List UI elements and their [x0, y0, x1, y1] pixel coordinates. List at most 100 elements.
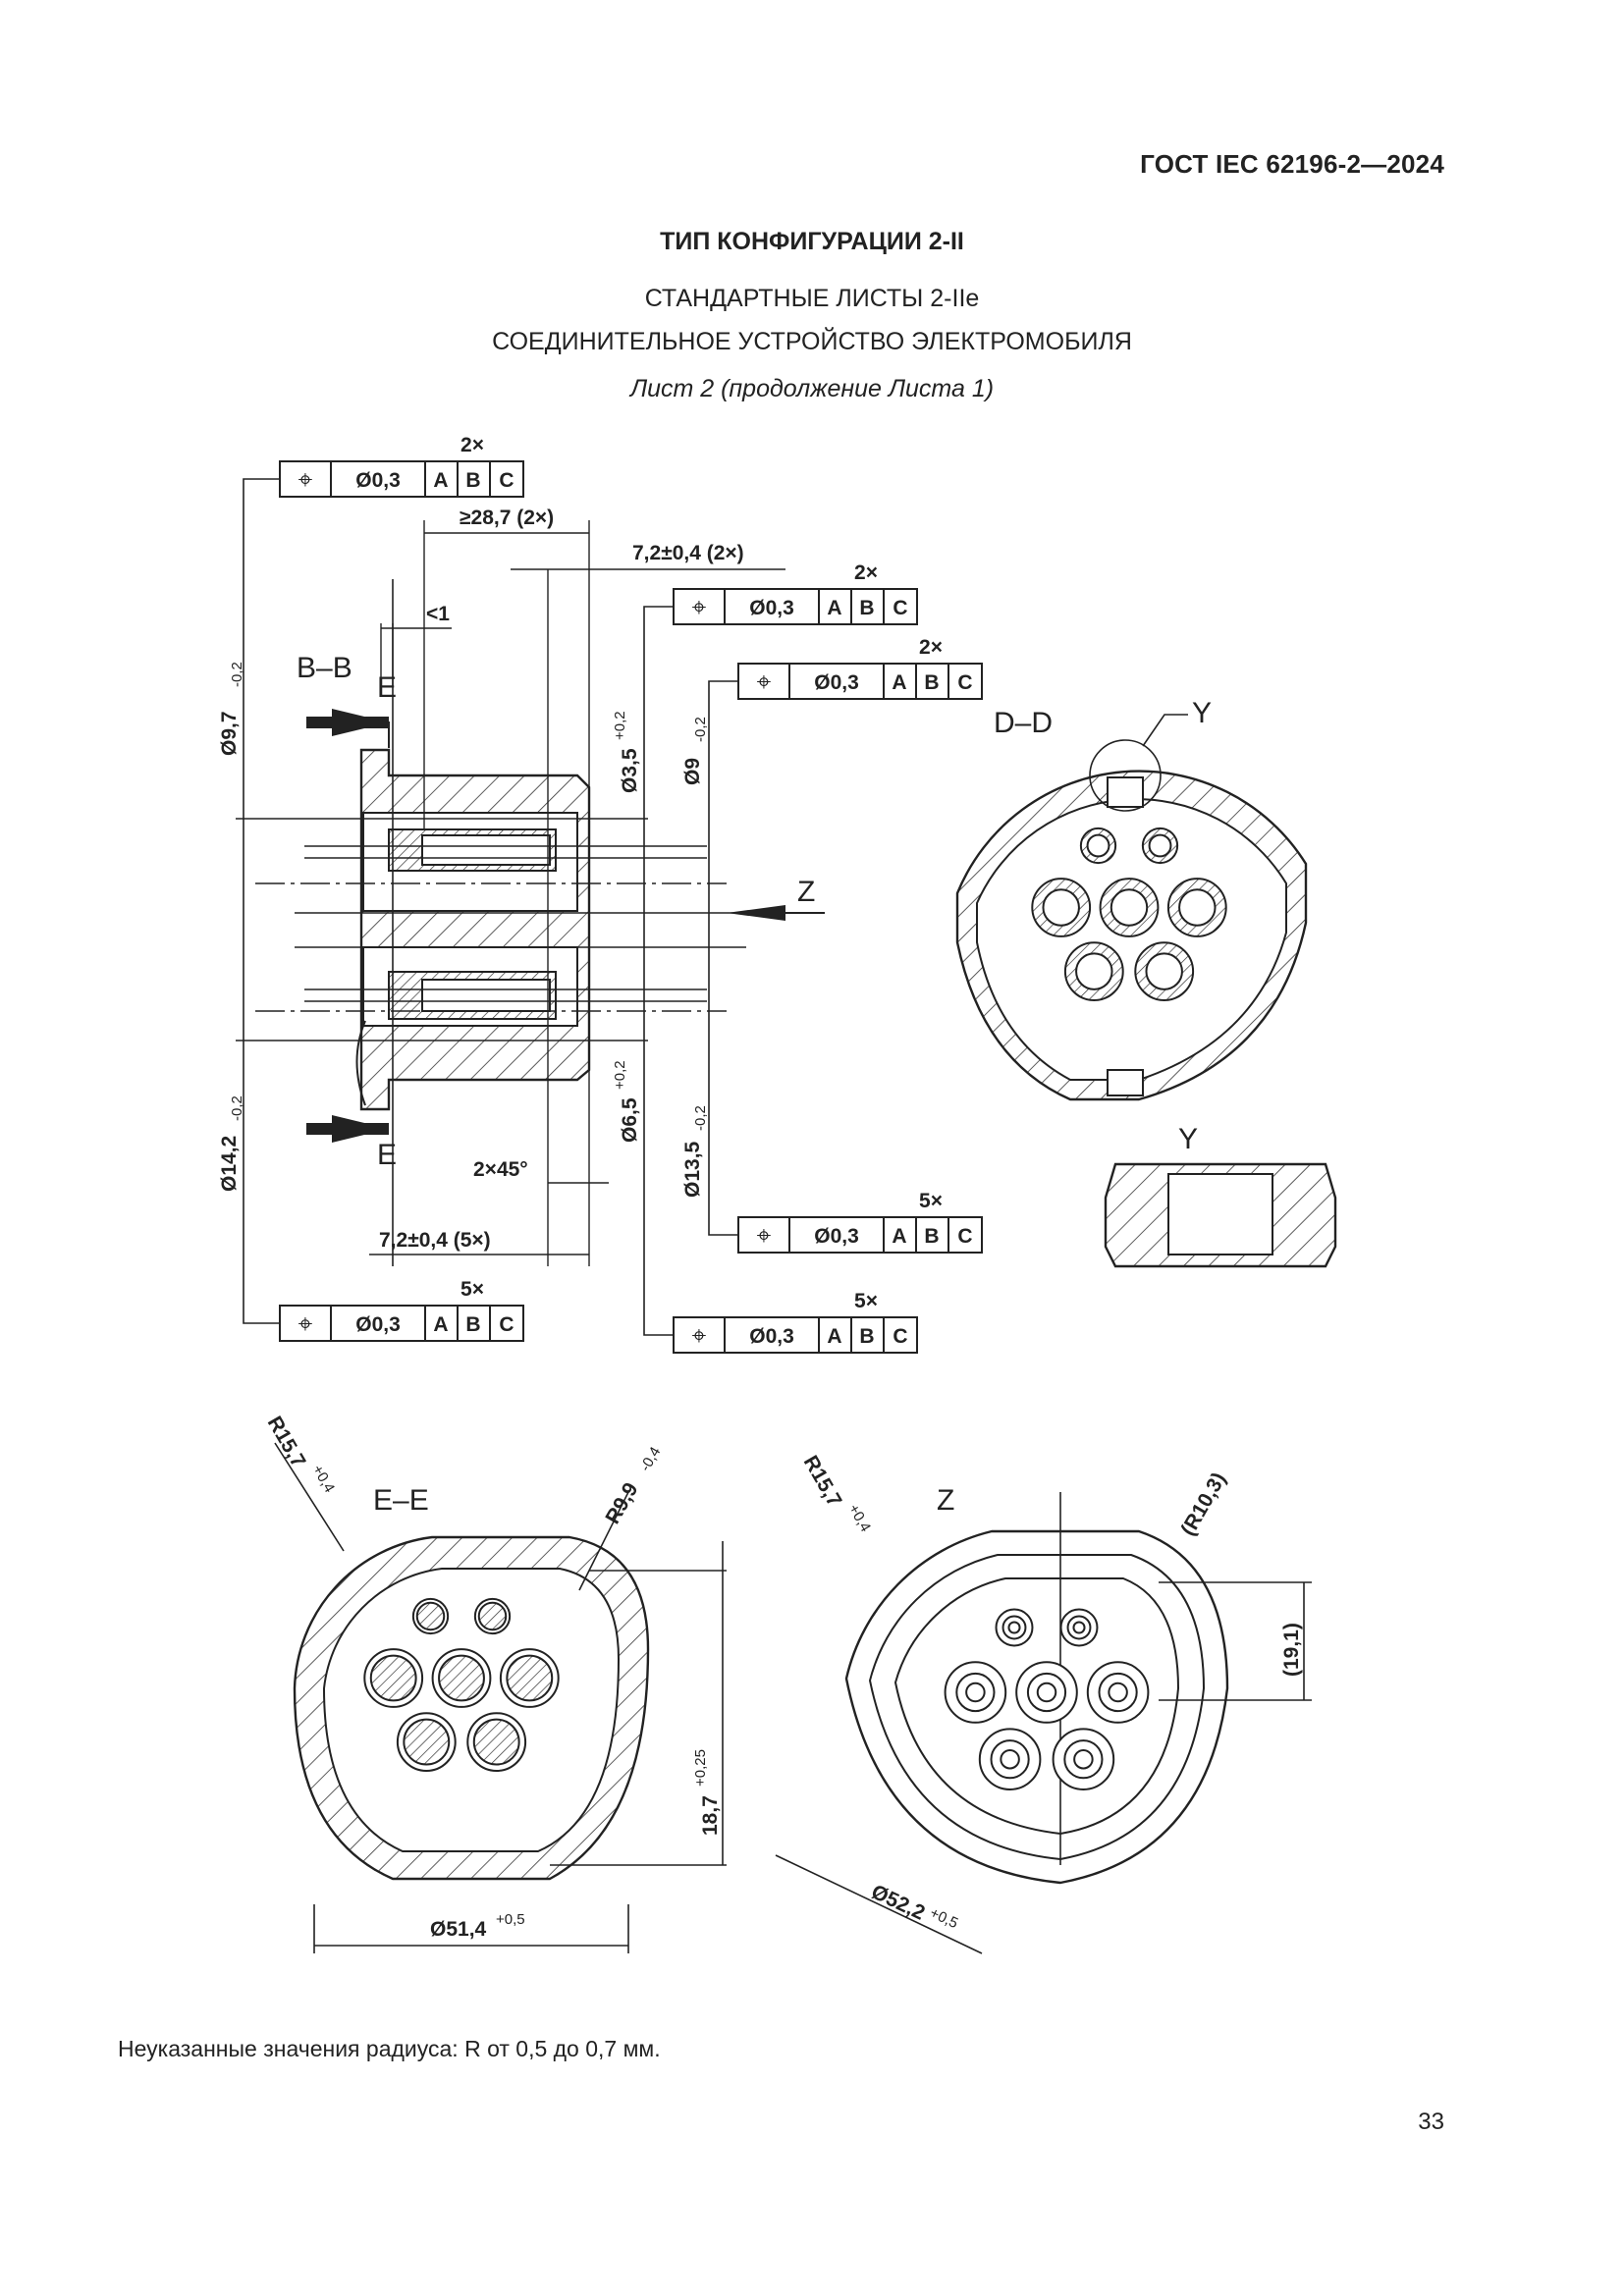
- svg-text:Ø51,4: Ø51,4: [430, 1918, 487, 1941]
- fcf-bottom-mid: ⌖ Ø0,3 A B C 5×: [673, 1290, 918, 1354]
- position-icon: ⌖: [757, 667, 772, 696]
- svg-text:R15,7: R15,7: [263, 1413, 310, 1471]
- svg-text:7,2±0,4 (5×): 7,2±0,4 (5×): [379, 1229, 491, 1252]
- svg-text:C: C: [499, 469, 514, 492]
- svg-text:+0,5: +0,5: [927, 1904, 960, 1932]
- contact-pin: [369, 1654, 417, 1702]
- svg-text:18,7: 18,7: [699, 1795, 722, 1836]
- svg-text:B: B: [465, 469, 480, 492]
- position-icon: ⌖: [692, 592, 707, 621]
- position-icon: ⌖: [298, 464, 313, 494]
- radius-note: Неуказанные значения радиуса: R от 0,5 д…: [118, 2036, 661, 2061]
- svg-text:Z: Z: [937, 1484, 954, 1517]
- contact-pin: [415, 1601, 446, 1631]
- svg-text:+0,2: +0,2: [612, 1060, 628, 1090]
- svg-text:Ø13,5: Ø13,5: [681, 1141, 704, 1198]
- svg-text:B: B: [859, 1325, 874, 1348]
- fcf-top-left: ⌖ Ø0,3 A B C 2×: [279, 434, 524, 498]
- fcf-leaders: [243, 478, 738, 1336]
- contact-pins: [363, 827, 1227, 1790]
- svg-text:+0,4: +0,4: [309, 1463, 339, 1496]
- svg-text:Ø0,3: Ø0,3: [355, 469, 401, 492]
- svg-text:+0,4: +0,4: [845, 1502, 875, 1535]
- svg-text:5×: 5×: [919, 1190, 943, 1212]
- svg-text:D–D: D–D: [994, 707, 1053, 739]
- svg-text:C: C: [499, 1313, 514, 1336]
- sheets-title: СТАНДАРТНЫЕ ЛИСТЫ 2-IIe: [644, 285, 980, 312]
- svg-text:R9,9: R9,9: [601, 1479, 642, 1528]
- svg-text:Y: Y: [1178, 1123, 1198, 1155]
- svg-text:+0,2: +0,2: [612, 711, 628, 740]
- fcf-right-top: ⌖ Ø0,3 A B C 2×: [737, 636, 983, 700]
- svg-text:+0,25: +0,25: [692, 1749, 709, 1787]
- svg-text:C: C: [893, 597, 907, 619]
- position-icon: ⌖: [692, 1320, 707, 1350]
- contact-pin: [403, 1718, 451, 1766]
- svg-text:C: C: [957, 671, 972, 694]
- svg-text:E–E: E–E: [373, 1484, 429, 1517]
- svg-text:Z: Z: [797, 876, 815, 908]
- svg-text:Y: Y: [1192, 697, 1212, 729]
- svg-text:A: A: [892, 1225, 906, 1248]
- position-icon: ⌖: [757, 1220, 772, 1250]
- svg-text:5×: 5×: [460, 1278, 484, 1301]
- svg-text:<1: <1: [426, 603, 450, 625]
- contact-pin: [506, 1654, 554, 1702]
- svg-text:2×45°: 2×45°: [473, 1158, 528, 1181]
- svg-text:+0,5: +0,5: [496, 1911, 525, 1928]
- svg-text:A: A: [827, 1325, 841, 1348]
- contact-pin: [1178, 888, 1217, 927]
- sheet-subtitle: Лист 2 (продолжение Листа 1): [629, 375, 995, 402]
- svg-text:E: E: [377, 671, 397, 704]
- svg-text:7,2±0,4 (2×): 7,2±0,4 (2×): [632, 542, 744, 564]
- contact-pin: [1075, 952, 1113, 990]
- contact-pin: [1145, 952, 1183, 990]
- svg-text:Ø0,3: Ø0,3: [355, 1313, 401, 1336]
- device-title: СОЕДИНИТЕЛЬНОЕ УСТРОЙСТВО ЭЛЕКТРОМОБИЛЯ: [492, 328, 1132, 355]
- svg-text:B: B: [924, 1225, 939, 1248]
- svg-text:Ø3,5: Ø3,5: [619, 748, 641, 793]
- svg-text:-0,4: -0,4: [637, 1444, 665, 1474]
- svg-text:A: A: [433, 1313, 448, 1336]
- svg-text:B: B: [859, 597, 874, 619]
- svg-text:Ø6,5: Ø6,5: [619, 1097, 641, 1143]
- svg-text:Ø9,7: Ø9,7: [218, 711, 241, 756]
- svg-text:-0,2: -0,2: [692, 717, 709, 742]
- contact-pin: [1148, 833, 1172, 858]
- svg-text:(R10,3): (R10,3): [1176, 1468, 1230, 1539]
- svg-text:-0,2: -0,2: [229, 1095, 245, 1121]
- svg-text:A: A: [433, 469, 448, 492]
- svg-text:B: B: [465, 1313, 480, 1336]
- svg-text:Ø14,2: Ø14,2: [218, 1136, 241, 1192]
- fcf-upper-mid: ⌖ Ø0,3 A B C 2×: [673, 561, 918, 625]
- contact-pin: [1086, 833, 1110, 858]
- contact-pin: [472, 1718, 520, 1766]
- svg-text:Ø0,3: Ø0,3: [814, 671, 859, 694]
- contact-pin: [1073, 1748, 1094, 1770]
- svg-text:(19,1): (19,1): [1280, 1623, 1303, 1677]
- svg-text:C: C: [893, 1325, 907, 1348]
- svg-text:2×: 2×: [854, 561, 878, 584]
- contact-pin: [1108, 1682, 1128, 1703]
- contact-pin: [1072, 1621, 1086, 1634]
- contact-pin: [1110, 888, 1149, 927]
- svg-text:R15,7: R15,7: [799, 1452, 846, 1511]
- svg-text:-0,2: -0,2: [229, 662, 245, 687]
- svg-text:Ø0,3: Ø0,3: [749, 1325, 794, 1348]
- svg-text:≥28,7 (2×): ≥28,7 (2×): [460, 507, 554, 529]
- svg-text:2×: 2×: [919, 636, 943, 659]
- contact-pin: [1000, 1748, 1020, 1770]
- svg-text:A: A: [892, 671, 906, 694]
- svg-text:Ø52,2: Ø52,2: [868, 1881, 929, 1925]
- page-number: 33: [1418, 2109, 1444, 2135]
- svg-text:Ø0,3: Ø0,3: [814, 1225, 859, 1248]
- contact-pin: [1007, 1621, 1021, 1634]
- contact-pin: [965, 1682, 986, 1703]
- svg-text:C: C: [957, 1225, 972, 1248]
- position-icon: ⌖: [298, 1308, 313, 1338]
- section-ee: E–E Ø51,4 +0,5 18,7 +0,25 R15,7 +0,4 R9,…: [263, 1413, 727, 1953]
- fcf-right-bottom: ⌖ Ø0,3 A B C 5×: [737, 1190, 983, 1254]
- svg-text:-0,2: -0,2: [692, 1105, 709, 1131]
- contact-pin: [477, 1601, 508, 1631]
